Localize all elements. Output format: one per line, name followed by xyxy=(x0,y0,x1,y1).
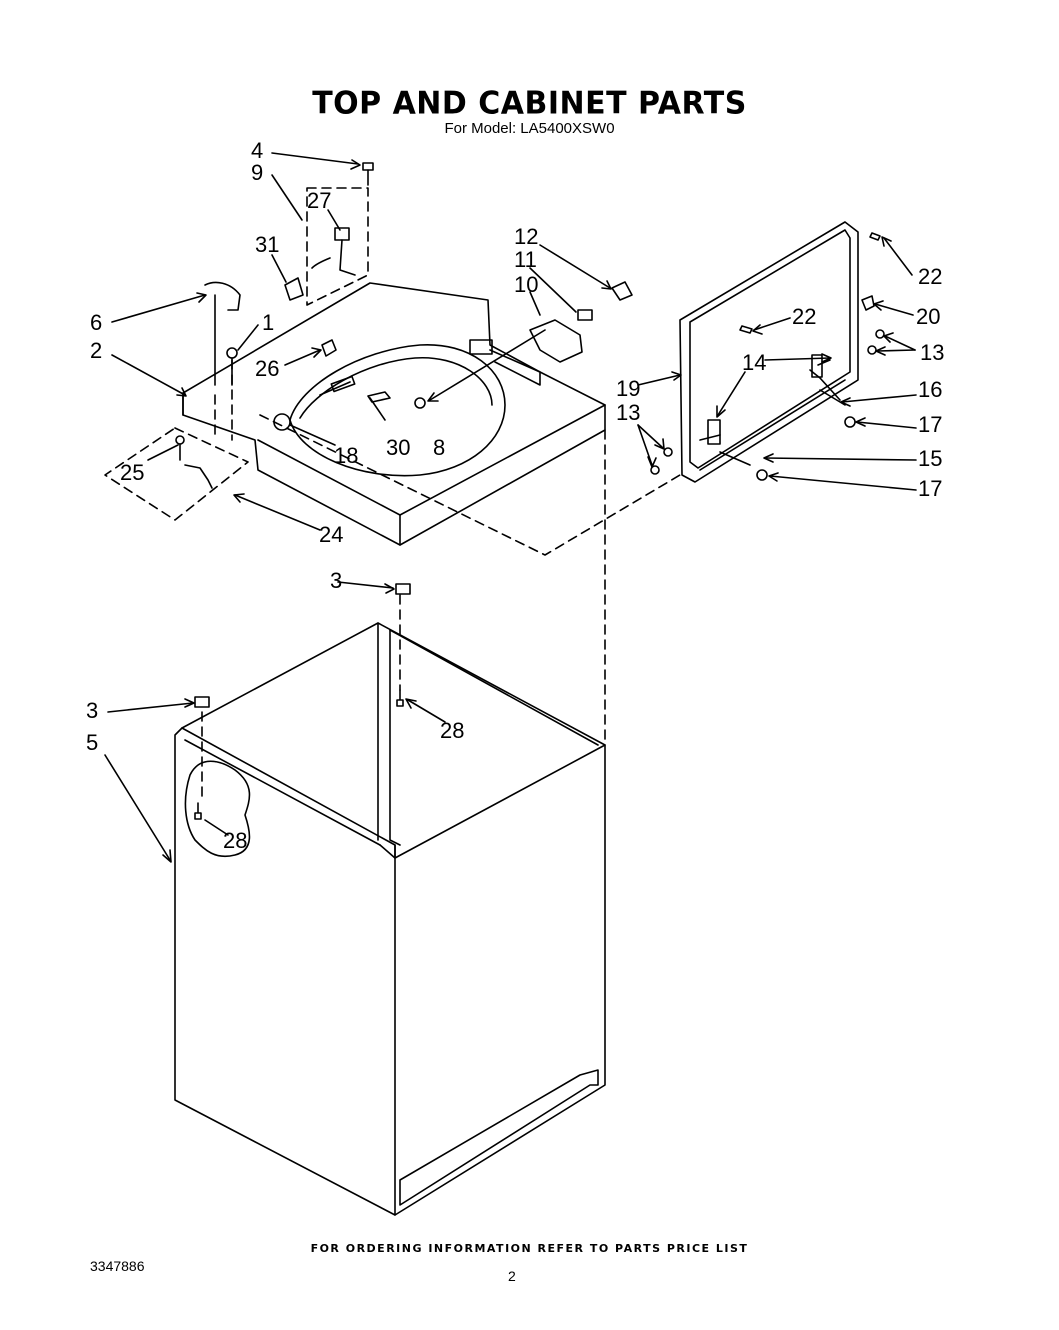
callout-15: 15 xyxy=(918,446,942,471)
callout-8: 8 xyxy=(433,435,445,460)
washer-top-panel xyxy=(182,282,606,546)
callout-3-top: 3 xyxy=(330,568,342,593)
leader-lines xyxy=(104,152,917,863)
callout-30: 30 xyxy=(386,435,410,460)
callout-20: 20 xyxy=(916,304,940,329)
callout-13-right: 13 xyxy=(920,340,944,365)
callout-19: 19 xyxy=(616,376,640,401)
callout-25: 25 xyxy=(120,460,144,485)
model-subtitle: For Model: LA5400XSW0 xyxy=(444,120,615,137)
callout-27: 27 xyxy=(307,188,331,213)
callout-12: 12 xyxy=(514,224,538,249)
page-title: TOP AND CABINET PARTS xyxy=(312,85,747,122)
dashed-guides xyxy=(104,187,681,801)
callout-22-top: 22 xyxy=(918,264,942,289)
callout-9: 9 xyxy=(251,160,263,185)
callout-1: 1 xyxy=(262,310,274,335)
callout-5: 5 xyxy=(86,730,98,755)
callout-22-lid: 22 xyxy=(792,304,816,329)
callout-28-left: 28 xyxy=(223,828,247,853)
callout-labels: 4 9 27 31 6 1 2 26 12 11 10 30 8 18 25 2… xyxy=(86,138,944,853)
callout-11: 11 xyxy=(514,247,537,272)
callout-2: 2 xyxy=(90,338,102,363)
callout-17-top: 17 xyxy=(918,412,942,437)
lid-frame xyxy=(679,221,859,483)
cabinet xyxy=(174,622,606,1216)
callout-6: 6 xyxy=(90,310,102,335)
callout-17-bottom: 17 xyxy=(918,476,942,501)
callout-31: 31 xyxy=(255,232,279,257)
document-number: 3347886 xyxy=(90,1258,145,1274)
callout-4: 4 xyxy=(251,138,263,163)
ordering-note: FOR ORDERING INFORMATION REFER TO PARTS … xyxy=(310,1242,749,1255)
callout-14: 14 xyxy=(742,350,766,375)
callout-26: 26 xyxy=(255,356,279,381)
callout-24: 24 xyxy=(319,522,343,547)
page-number: 2 xyxy=(508,1268,516,1284)
callout-18: 18 xyxy=(334,443,358,468)
callout-28-right: 28 xyxy=(440,718,464,743)
callout-10: 10 xyxy=(514,272,538,297)
callout-3-left: 3 xyxy=(86,698,98,723)
callout-16: 16 xyxy=(918,377,942,402)
small-parts xyxy=(175,162,885,820)
callout-13-left: 13 xyxy=(616,400,640,425)
